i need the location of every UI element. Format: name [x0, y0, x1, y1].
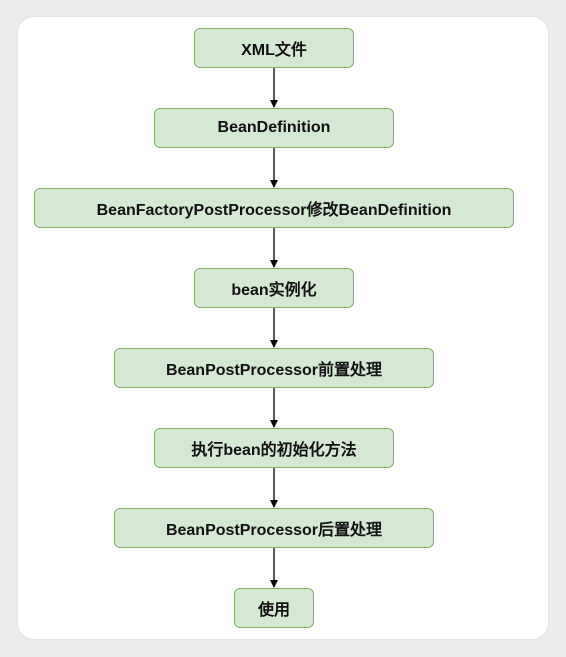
- node-bean-instantiation: bean实例化: [194, 268, 354, 308]
- node-bean-definition: BeanDefinition: [154, 108, 394, 148]
- node-xml-file: XML文件: [194, 28, 354, 68]
- node-use: 使用: [234, 588, 314, 628]
- node-init-method: 执行bean的初始化方法: [154, 428, 394, 468]
- node-bean-post-processor-after: BeanPostProcessor后置处理: [114, 508, 434, 548]
- node-bean-post-processor-before: BeanPostProcessor前置处理: [114, 348, 434, 388]
- node-bean-factory-post-processor: BeanFactoryPostProcessor修改BeanDefinition: [34, 188, 514, 228]
